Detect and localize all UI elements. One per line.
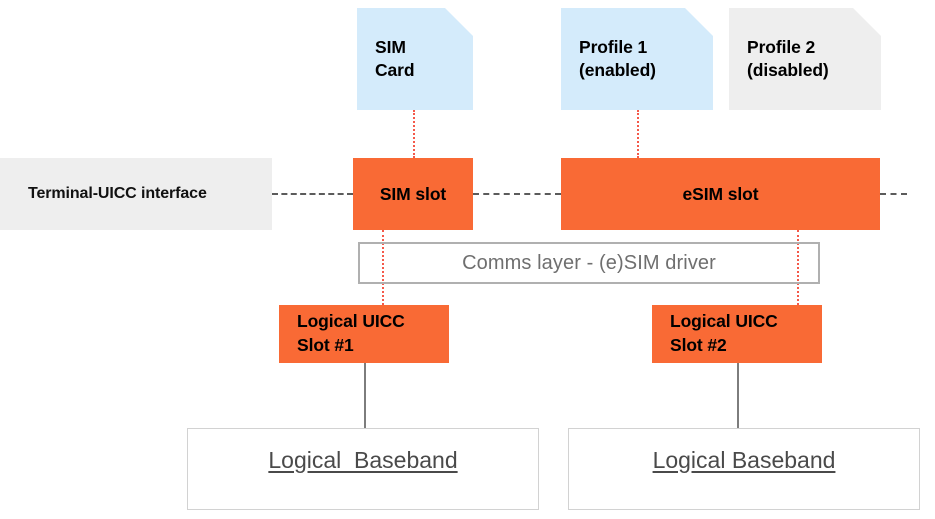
terminal-uicc-interface-block: Terminal-UICC interface xyxy=(0,158,272,230)
comms-layer-label: Comms layer - (e)SIM driver xyxy=(462,251,716,274)
baseband-1-box: Logical Baseband xyxy=(187,428,539,510)
comms-layer-box: Comms layer - (e)SIM driver xyxy=(358,242,820,284)
esim-slot-label: eSIM slot xyxy=(682,183,759,204)
card-profile-2: Profile 2 (disabled) xyxy=(729,8,881,110)
connector-sim-card-to-sim-slot xyxy=(413,110,415,158)
interface-line-right xyxy=(880,193,907,195)
sim-slot-block[interactable]: SIM slot xyxy=(353,158,473,230)
logical-uicc-slot-1-label: Logical UICC Slot #1 xyxy=(297,311,405,355)
baseband-1-label: Logical Baseband xyxy=(268,447,458,473)
baseband-2-label: Logical Baseband xyxy=(652,447,836,473)
interface-line-left xyxy=(272,193,353,195)
logical-uicc-slot-1-block[interactable]: Logical UICC Slot #1 xyxy=(279,305,449,363)
connector-logical-uicc-2-to-baseband-2 xyxy=(737,363,739,428)
esim-slot-block[interactable]: eSIM slot xyxy=(561,158,880,230)
sim-slot-label: SIM slot xyxy=(379,183,447,204)
terminal-uicc-interface-label: Terminal-UICC interface xyxy=(28,185,207,202)
connector-profile-1-to-esim-slot xyxy=(637,110,639,158)
card-profile-1-label: Profile 1 (enabled) xyxy=(579,36,656,80)
card-sim-card: SIM Card xyxy=(357,8,473,110)
connector-sim-slot-to-logical-uicc-1 xyxy=(382,230,384,305)
connector-logical-uicc-1-to-baseband-1 xyxy=(364,363,366,428)
logical-uicc-slot-2-block[interactable]: Logical UICC Slot #2 xyxy=(652,305,822,363)
connector-esim-slot-to-logical-uicc-2 xyxy=(797,230,799,305)
card-profile-2-label: Profile 2 (disabled) xyxy=(747,36,829,80)
logical-uicc-slot-2-label: Logical UICC Slot #2 xyxy=(670,311,778,355)
baseband-2-box: Logical Baseband xyxy=(568,428,920,510)
interface-line-middle xyxy=(473,193,561,195)
card-sim-card-label: SIM Card xyxy=(375,36,415,80)
card-profile-1: Profile 1 (enabled) xyxy=(561,8,713,110)
